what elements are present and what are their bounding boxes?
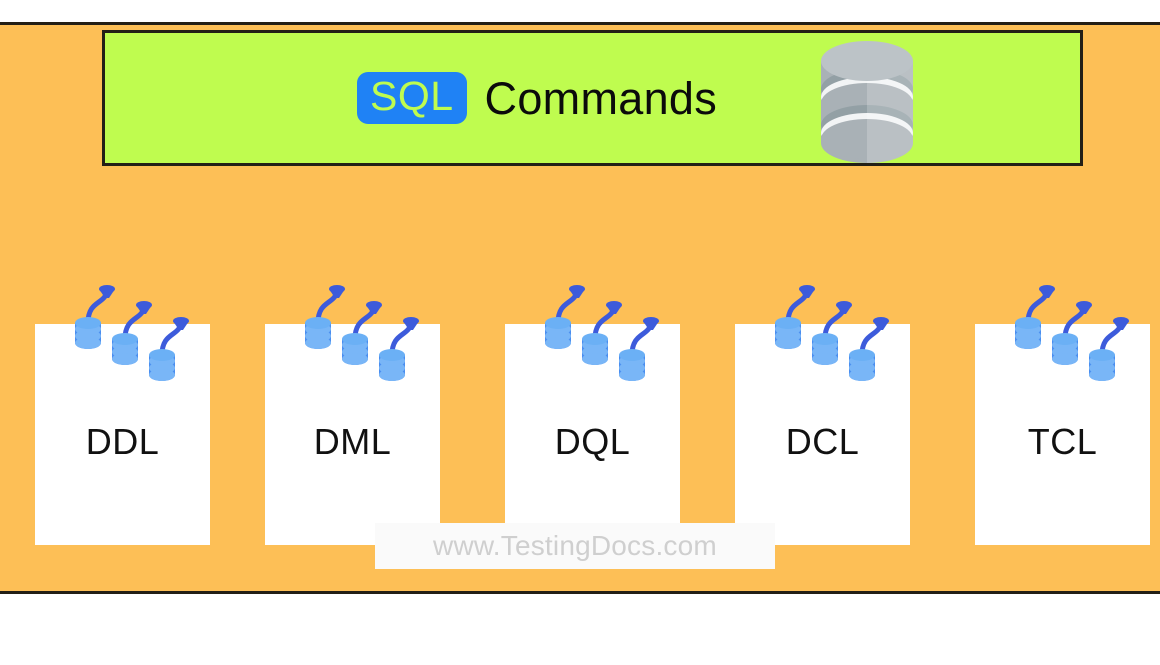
banner-title-text: Commands (484, 72, 718, 124)
database-cluster-icon (305, 285, 419, 381)
card-label: DCL (785, 421, 860, 462)
command-card-ddl[interactable]: DDL (35, 285, 210, 545)
card-label: DQL (554, 421, 631, 462)
database-cluster-icon (775, 285, 889, 381)
database-cluster-icon (75, 285, 189, 381)
diagram-title-banner: SQL Commands (102, 30, 1083, 166)
watermark-text: www.TestingDocs.com (433, 530, 717, 561)
command-card-dml[interactable]: DML (265, 285, 440, 545)
command-card-dql[interactable]: DQL (505, 285, 680, 545)
card-label: TCL (1027, 421, 1098, 462)
sql-commands-diagram: SQL Commands (0, 22, 1160, 594)
watermark: www.TestingDocs.com (375, 523, 775, 569)
database-cylinder-icon (821, 41, 913, 163)
database-cluster-icon (545, 285, 659, 381)
command-card-dcl[interactable]: DCL (735, 285, 910, 545)
database-cluster-icon (1015, 285, 1129, 381)
banner-title-group: SQL Commands (357, 72, 717, 124)
command-card-tcl[interactable]: TCL (975, 285, 1150, 545)
card-label: DDL (85, 421, 160, 462)
card-label: DML (313, 421, 392, 462)
sql-badge: SQL (357, 72, 467, 124)
